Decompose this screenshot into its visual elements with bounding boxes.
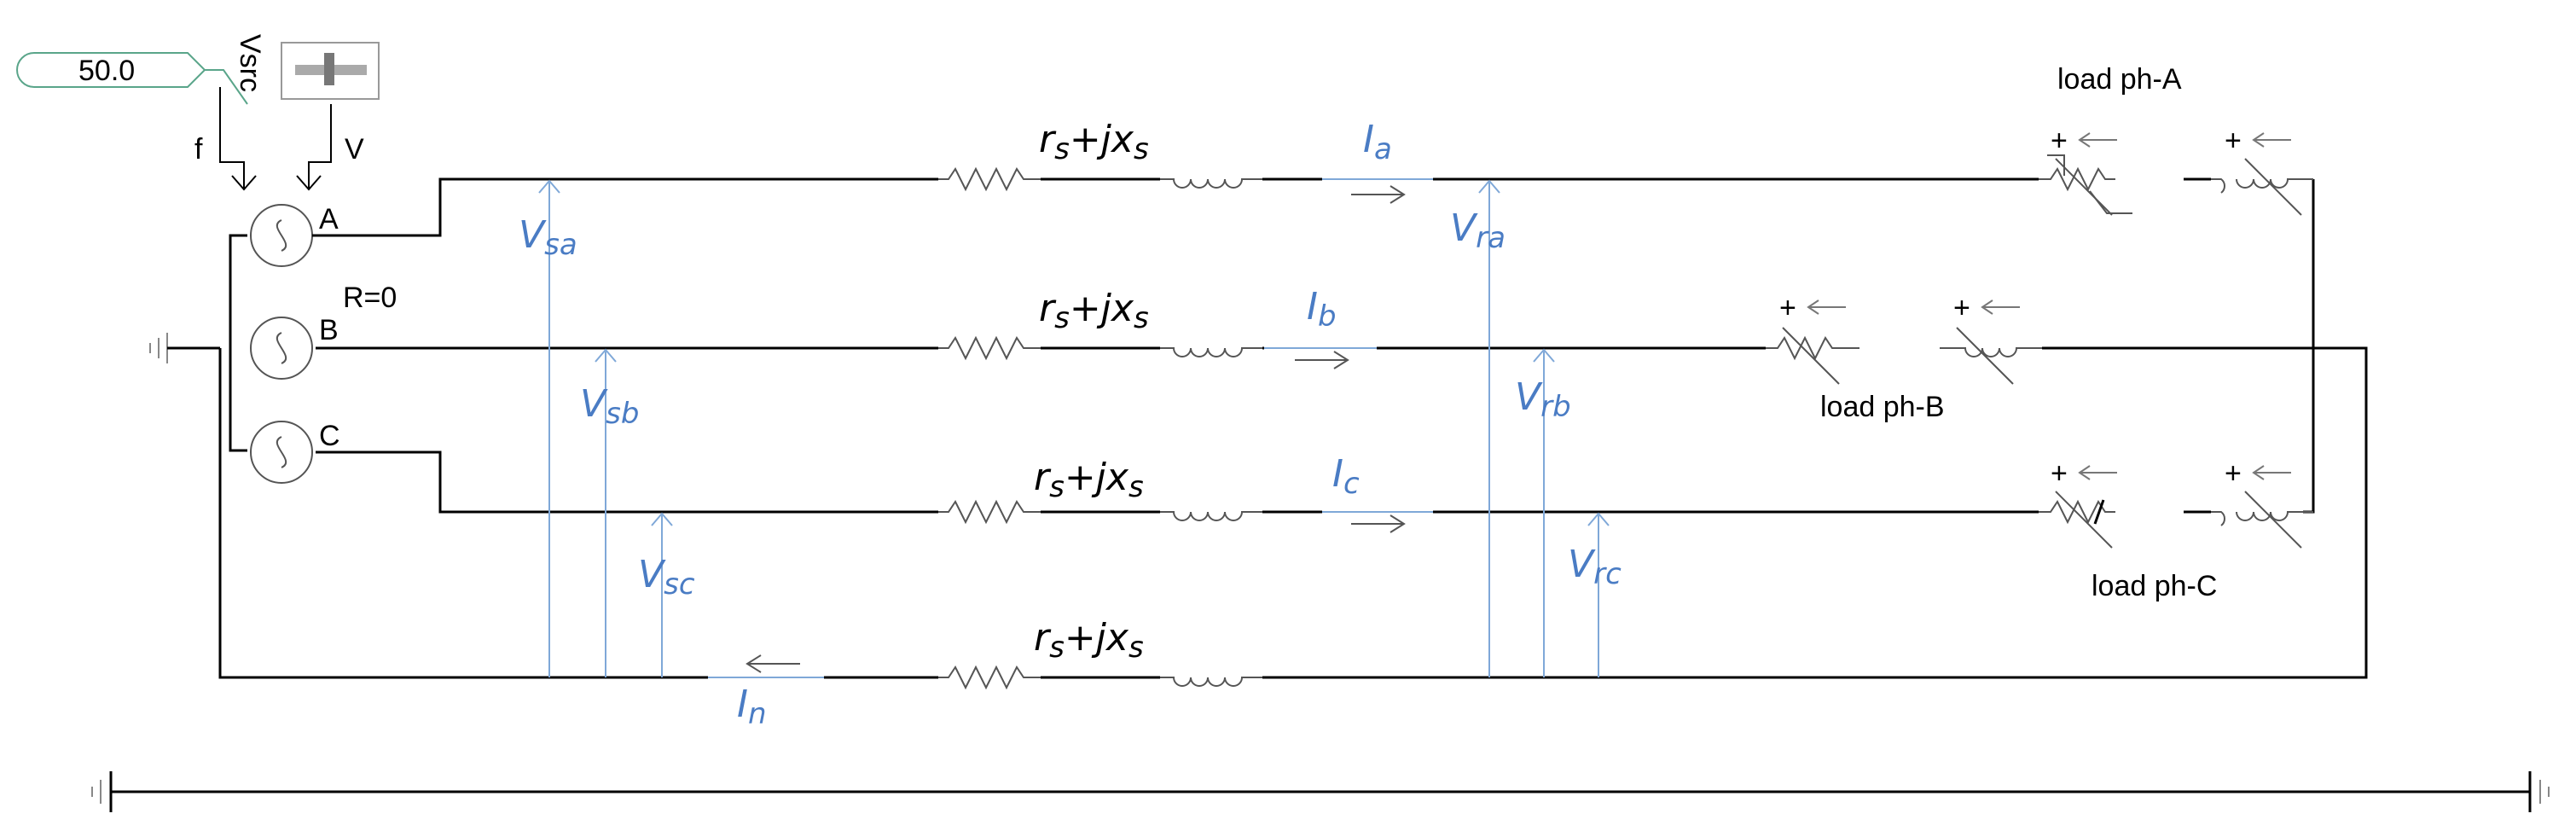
ic-label: Ic <box>1332 452 1360 501</box>
load-a-inductor[interactable] <box>2211 158 2313 216</box>
ia-label: Ia <box>1363 118 1392 166</box>
load-c-label: load ph-C <box>2092 570 2217 602</box>
impedance-label-n: rs+jxs <box>1034 616 1144 665</box>
frequency-slider-control[interactable]: 50.0 <box>16 52 206 88</box>
svg-text:rs+jxs: rs+jxs <box>1034 456 1144 504</box>
vrc-label: Vrc <box>1568 543 1622 591</box>
vsa-label: Vsa <box>519 213 577 262</box>
svg-text:Vrb: Vrb <box>1515 375 1571 424</box>
svg-text:+: + <box>2225 457 2242 490</box>
vsc-label: Vsc <box>638 553 695 601</box>
load-a-resistor[interactable] <box>2039 154 2132 216</box>
line-impedance-b[interactable] <box>938 335 1262 361</box>
vsrc-label: Vsrc <box>234 34 266 92</box>
load-a-label: load ph-A <box>2057 63 2182 96</box>
vsb-label: Vsb <box>580 382 639 431</box>
svg-text:In: In <box>737 683 767 731</box>
impedance-label-c: rs+jxs <box>1034 456 1144 504</box>
current-sensor-segments <box>708 178 1433 678</box>
ac-source-b[interactable] <box>250 317 313 380</box>
vrb-label: Vrb <box>1515 375 1571 424</box>
ground-symbol-left <box>149 333 220 363</box>
svg-text:Ic: Ic <box>1332 452 1360 501</box>
load-b-label: load ph-B <box>1820 391 1945 423</box>
ac-source-a[interactable] <box>250 204 316 267</box>
svg-text:Vrc: Vrc <box>1568 543 1622 591</box>
phase-c-label: C <box>319 420 340 452</box>
load-c-inductor[interactable] <box>2211 491 2313 549</box>
svg-text:rs+jxs: rs+jxs <box>1039 287 1149 335</box>
load-polarity-markers: + + + + + + <box>1779 125 2242 490</box>
svg-text:Ib: Ib <box>1307 285 1337 334</box>
v-label: V <box>345 133 364 166</box>
f-label: f <box>194 133 203 166</box>
ac-source-c[interactable] <box>250 421 313 484</box>
load-b-resistor[interactable] <box>1766 327 1859 385</box>
ib-label: Ib <box>1307 285 1337 334</box>
voltage-slider-widget[interactable] <box>281 42 380 100</box>
svg-text:+: + <box>1953 292 1970 324</box>
load-b-inductor[interactable] <box>1940 327 2042 385</box>
voltage-probes <box>538 179 1610 677</box>
vra-label: Vra <box>1450 206 1506 255</box>
impedance-label-a: rs+jxs <box>1039 118 1149 166</box>
line-impedance-n[interactable] <box>938 665 1262 690</box>
current-arrows <box>746 185 1406 673</box>
line-impedance-a[interactable] <box>938 166 1262 192</box>
svg-text:+: + <box>2225 125 2242 157</box>
source-signal-wires <box>219 87 332 191</box>
svg-text:+: + <box>2051 125 2068 157</box>
phase-b-label: B <box>319 314 339 346</box>
load-c-resistor[interactable] <box>2039 491 2115 549</box>
svg-text:Ia: Ia <box>1363 118 1392 166</box>
svg-text:Vra: Vra <box>1450 206 1506 255</box>
slider-connector <box>205 69 248 105</box>
in-label: In <box>737 683 767 731</box>
frequency-value: 50.0 <box>78 55 135 87</box>
svg-text:rs+jxs: rs+jxs <box>1039 118 1149 166</box>
svg-text:+: + <box>1779 292 1796 324</box>
slider-thumb[interactable] <box>324 53 334 85</box>
svg-text:Vsb: Vsb <box>580 382 639 431</box>
phase-a-label: A <box>319 203 339 235</box>
svg-text:rs+jxs: rs+jxs <box>1034 616 1144 665</box>
load-polarity-arrows <box>1807 132 2291 480</box>
impedance-label-b: rs+jxs <box>1039 287 1149 335</box>
bottom-ground-bus <box>91 771 2550 812</box>
svg-text:Vsa: Vsa <box>519 213 577 262</box>
line-impedance-c[interactable] <box>938 499 1262 525</box>
svg-text:Vsc: Vsc <box>638 553 695 601</box>
svg-text:+: + <box>2051 457 2068 490</box>
source-resistance-label: R=0 <box>343 282 397 314</box>
